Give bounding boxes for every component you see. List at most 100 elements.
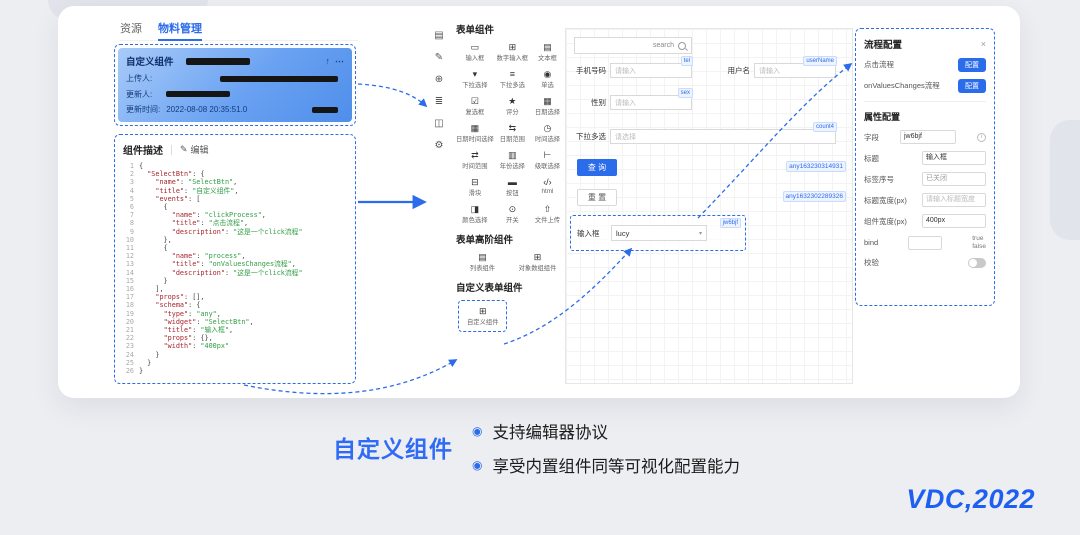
upload-icon[interactable]: ↑ <box>325 55 331 66</box>
palette-item[interactable]: ★ 评分 <box>496 96 529 116</box>
field-name-input[interactable]: jw6bjf <box>900 130 956 144</box>
palette-item[interactable]: ⊢ 级联选择 <box>531 150 564 170</box>
add-icon[interactable]: ⊕ <box>434 74 444 85</box>
lucy-select[interactable]: lucy ▾ <box>611 225 707 241</box>
configure-button[interactable]: 配置 <box>958 58 986 72</box>
component-icon: ▤ <box>543 42 552 52</box>
preview-icon[interactable]: ◫ <box>434 118 444 129</box>
configure-button[interactable]: 配置 <box>958 79 986 93</box>
component-label: 复选框 <box>465 109 485 116</box>
palette-item[interactable]: ▬ 按钮 <box>496 177 529 197</box>
component-icon: ▦ <box>543 96 552 106</box>
title-width-input[interactable]: 请输入标题宽度 <box>922 193 986 207</box>
component-icon: ▭ <box>470 42 480 52</box>
component-label: 时间选择 <box>534 136 561 143</box>
divider <box>864 101 986 102</box>
label-index-select[interactable]: 已关闭 <box>922 172 986 186</box>
material-card[interactable]: 自定义组件 ↑ ⋯ 上传人: 更新人: 更新时间: 2 <box>118 48 352 122</box>
palette-item[interactable]: ▤ 文本框 <box>531 42 564 62</box>
palette-item[interactable]: ⊞ 数字输入框 <box>496 42 529 62</box>
palette-item[interactable]: ⊟ 滑块 <box>456 177 494 197</box>
component-label: 滑块 <box>468 190 482 197</box>
tab-material-management[interactable]: 物料管理 <box>158 20 202 41</box>
palette-item[interactable]: ⇄ 时间范围 <box>456 150 494 170</box>
edit-icon[interactable]: ✎ <box>434 52 444 63</box>
palette-item[interactable]: ‹/› html <box>531 177 564 197</box>
phone-input[interactable]: 请输入 tel <box>610 56 693 78</box>
code-editor[interactable]: 1{2 "SelectBtn": {3 "name": "SelectBtn",… <box>125 162 303 374</box>
palette-item[interactable]: ▥ 年份选择 <box>496 150 529 170</box>
palette-item[interactable]: ▦ 日期时间选择 <box>456 123 494 143</box>
component-label: 按钮 <box>506 190 519 197</box>
vdc-logo: VDC,2022 <box>906 484 1035 514</box>
settings-icon[interactable]: ⚙ <box>434 140 444 151</box>
field-sex: 性别 请输入 sex <box>570 88 693 111</box>
more-icon[interactable]: ⋯ <box>335 55 344 66</box>
palette-item[interactable]: ⇆ 日期范围 <box>496 123 529 143</box>
component-icon: ⊞ <box>533 252 542 262</box>
chevron-down-icon: ▾ <box>698 230 702 237</box>
components-icon[interactable]: ▤ <box>434 30 444 41</box>
validation-toggle[interactable] <box>968 257 986 268</box>
bind-input[interactable] <box>908 235 943 250</box>
bullet-item: ◉ 享受内置组件同等可视化配置能力 <box>472 453 740 477</box>
placeholder: 请选择 <box>615 134 636 141</box>
component-icon: ◉ <box>543 69 552 79</box>
component-label: 级联选择 <box>534 163 561 170</box>
close-icon[interactable]: × <box>980 39 986 49</box>
selected-component[interactable]: 输入框 lucy ▾ jw6bjf <box>570 215 746 251</box>
divider <box>171 144 172 155</box>
palette-item[interactable]: ◨ 颜色选择 <box>456 204 494 224</box>
palette-item[interactable]: ◷ 时间选择 <box>531 123 564 143</box>
palette-item[interactable]: ▦ 日期选择 <box>531 96 564 116</box>
edit-button[interactable]: ✎ 编辑 <box>180 143 209 156</box>
sex-input[interactable]: 请输入 sex <box>610 88 693 110</box>
component-desc-panel: 组件描述 ✎ 编辑 1{2 "SelectBtn": {3 "name": "S… <box>114 134 356 384</box>
palette-item[interactable]: ▤ 列表组件 <box>456 252 509 272</box>
component-icon: ⇆ <box>508 123 517 133</box>
palette-item[interactable]: ⇧ 文件上传 <box>531 204 564 224</box>
prop-label: 标题 <box>864 153 879 163</box>
component-label: 文件上传 <box>534 217 561 224</box>
outline-icon[interactable]: ≣ <box>434 96 444 107</box>
palette-item-custom-component[interactable]: ⊞ 自定义组件 <box>467 306 498 326</box>
binding-tag: userName <box>803 56 837 66</box>
component-label: 时间范围 <box>462 163 488 170</box>
field-username: 用户名 请输入 userName <box>714 56 837 79</box>
component-width-input[interactable]: 400px <box>922 214 986 228</box>
palette-item[interactable]: ◉ 单选 <box>531 69 564 89</box>
username-input[interactable]: 请输入 userName <box>754 56 837 78</box>
component-icon: ★ <box>508 96 517 106</box>
multiselect-input[interactable]: 请选择 count4 <box>610 122 837 144</box>
palette-item[interactable]: ▭ 输入框 <box>456 42 494 62</box>
palette-item[interactable]: ⊞ 对象数组组件 <box>511 252 564 272</box>
component-label: 日期范围 <box>499 136 525 143</box>
title-input[interactable]: 输入框 <box>922 151 986 165</box>
bind-options[interactable]: true false <box>972 235 986 250</box>
process-config-panel: 流程配置 × 点击流程 配置 onValuesChanges流程 配置 属性配置… <box>855 28 995 306</box>
component-icon: ◨ <box>470 204 480 214</box>
palette-item[interactable]: ≡ 下拉多选 <box>496 69 529 89</box>
reset-button[interactable]: 重 置 <box>577 189 617 206</box>
form-canvas[interactable]: search 手机号码 请输入 tel 用户名 请输入 userName 性别 <box>565 28 853 384</box>
palette-item[interactable]: ⊙ 开关 <box>496 204 529 224</box>
process-label: onValuesChanges流程 <box>864 81 940 91</box>
edit-label: 编辑 <box>190 145 209 155</box>
tab-resource[interactable]: 资源 <box>120 23 142 35</box>
palette-advanced-title: 表单高阶组件 <box>456 235 514 246</box>
prop-label: 组件宽度(px) <box>864 216 907 226</box>
palette-item[interactable]: ▾ 下拉选择 <box>456 69 494 89</box>
binding-tag: tel <box>680 56 693 66</box>
component-label: html <box>541 188 554 195</box>
binding-tag: jw6bjf <box>719 218 741 228</box>
left-tabs: 资源 物料管理 <box>120 20 358 41</box>
palette-item[interactable]: ☑ 复选框 <box>456 96 494 116</box>
component-icon: ▬ <box>507 177 517 187</box>
query-button[interactable]: 查 询 <box>577 159 617 176</box>
redaction-blob <box>185 57 250 65</box>
prop-label: bind <box>864 238 879 247</box>
field-label: 用户名 <box>727 66 751 75</box>
component-label: 自定义组件 <box>467 319 499 326</box>
search-input[interactable]: search <box>574 37 692 54</box>
